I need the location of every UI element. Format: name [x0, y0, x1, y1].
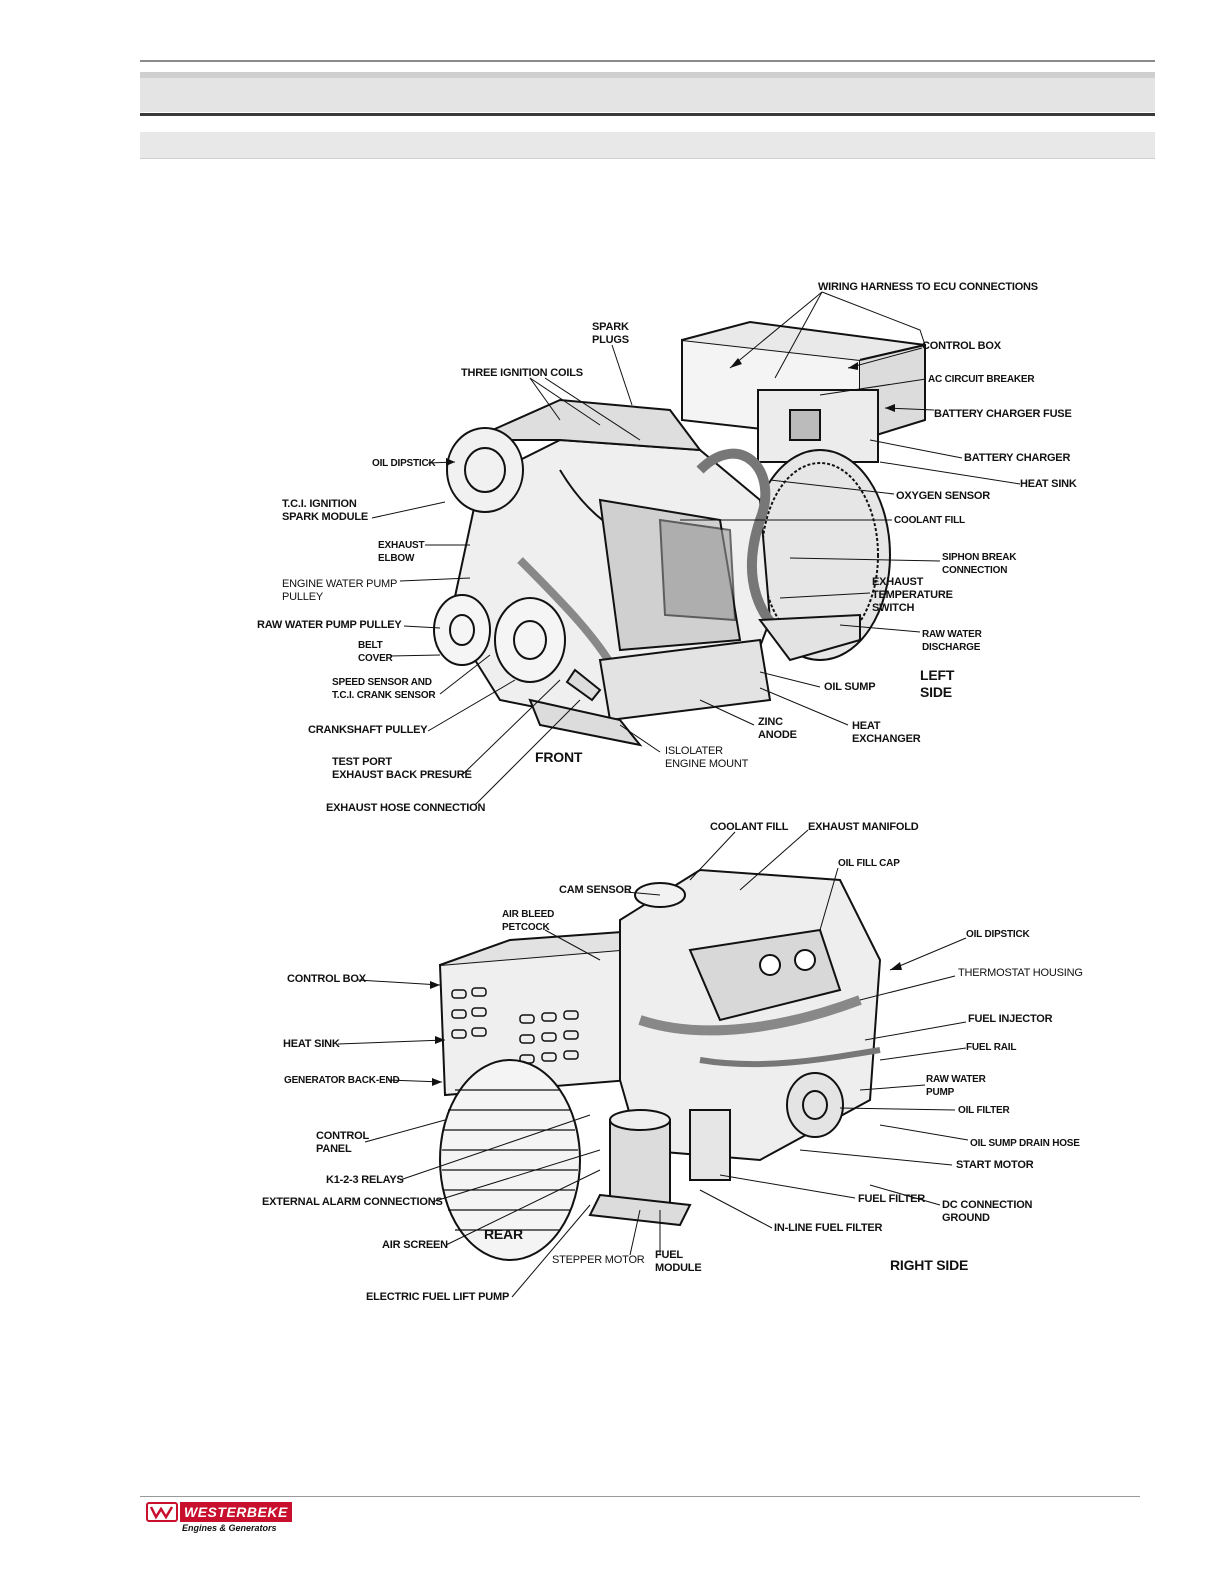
label-oil-fill-cap: OIL FILL CAP — [838, 858, 900, 869]
label-rear: REAR — [484, 1226, 523, 1242]
label-k123-relays: K1-2-3 RELAYS — [326, 1174, 404, 1186]
label-exhaust-elbow: EXHAUST ELBOW — [378, 540, 425, 564]
label-heat-sink-top: HEAT SINK — [1020, 478, 1077, 490]
label-exhaust-hose: EXHAUST HOSE CONNECTION — [326, 802, 486, 814]
label-speed-sensor: SPEED SENSOR AND T.C.I. CRANK SENSOR — [332, 677, 436, 701]
label-dc-connection-ground: DC CONNECTION GROUND — [942, 1199, 1033, 1224]
subheader-band — [140, 132, 1155, 159]
label-three-ignition-coils: THREE IGNITION COILS — [461, 367, 583, 379]
label-engine-water-pump: ENGINE WATER PUMP PULLEY — [282, 578, 398, 603]
label-fuel-module: FUEL MODULE — [655, 1249, 702, 1274]
label-control-box-top: CONTROL BOX — [922, 340, 1001, 352]
label-oil-dipstick-bottom: OIL DIPSTICK — [966, 929, 1030, 940]
label-start-motor: START MOTOR — [956, 1159, 1034, 1171]
label-raw-water-pump: RAW WATER PUMP — [926, 1074, 986, 1098]
label-air-bleed-petcock: AIR BLEED PETCOCK — [502, 909, 555, 933]
label-left-side: LEFT SIDE — [920, 667, 955, 700]
header-band — [140, 72, 1155, 112]
logo-tagline: Engines & Generators — [182, 1523, 277, 1533]
label-exhaust-manifold: EXHAUST MANIFOLD — [808, 821, 919, 833]
label-siphon-break: SIPHON BREAK CONNECTION — [942, 552, 1017, 576]
label-exhaust-temp-switch: EXHAUST TEMPERATURE SWITCH — [872, 576, 953, 614]
label-crankshaft-pulley: CRANKSHAFT PULLEY — [308, 724, 428, 736]
label-oil-dipstick-top: OIL DIPSTICK — [372, 458, 436, 469]
label-oil-sump: OIL SUMP — [824, 681, 876, 693]
label-front: FRONT — [535, 749, 583, 765]
logo-brand: WESTERBEKE — [180, 1502, 292, 1522]
label-oil-filter: OIL FILTER — [958, 1105, 1010, 1116]
label-raw-water-pump-pulley: RAW WATER PUMP PULLEY — [257, 619, 402, 631]
label-heat-exchanger: HEAT EXCHANGER — [852, 720, 921, 745]
logo-mark-icon — [146, 1502, 178, 1522]
label-external-alarm: EXTERNAL ALARM CONNECTIONS — [262, 1196, 443, 1208]
label-inline-fuel-filter: IN-LINE FUEL FILTER — [774, 1222, 883, 1234]
label-battery-charger: BATTERY CHARGER — [964, 452, 1071, 464]
label-electric-fuel-lift-pump: ELECTRIC FUEL LIFT PUMP — [366, 1291, 510, 1303]
label-tci-ignition: T.C.I. IGNITION SPARK MODULE — [282, 498, 369, 523]
label-air-screen: AIR SCREEN — [382, 1239, 448, 1251]
label-raw-water-discharge: RAW WATER DISCHARGE — [922, 629, 982, 653]
footer-rule — [140, 1496, 1140, 1497]
label-fuel-filter: FUEL FILTER — [858, 1193, 926, 1205]
label-heat-sink-bottom: HEAT SINK — [283, 1038, 340, 1050]
westerbeke-logo: WESTERBEKE Engines & Generators — [146, 1502, 296, 1533]
label-coolant-fill-bottom: COOLANT FILL — [710, 821, 789, 833]
label-cam-sensor: CAM SENSOR — [559, 884, 632, 896]
label-ac-circuit-breaker: AC CIRCUIT BREAKER — [928, 374, 1035, 385]
label-oil-sump-drain-hose: OIL SUMP DRAIN HOSE — [970, 1138, 1080, 1149]
label-battery-charger-fuse: BATTERY CHARGER FUSE — [934, 408, 1072, 420]
label-test-port: TEST PORT EXHAUST BACK PRESURE — [332, 756, 472, 781]
label-oxygen-sensor: OXYGEN SENSOR — [896, 490, 990, 502]
label-control-panel: CONTROL PANEL — [316, 1130, 369, 1155]
label-fuel-rail: FUEL RAIL — [966, 1042, 1017, 1053]
label-stepper-motor: STEPPER MOTOR — [552, 1254, 645, 1266]
label-belt-cover: BELT COVER — [358, 640, 393, 664]
label-islolater: ISLOLATER ENGINE MOUNT — [665, 745, 749, 770]
label-fuel-injector: FUEL INJECTOR — [968, 1013, 1053, 1025]
label-right-side: RIGHT SIDE — [890, 1257, 969, 1273]
header-bottom-rule — [140, 113, 1155, 116]
header-top-rule — [140, 60, 1155, 62]
label-generator-back-end: GENERATOR BACK-END — [284, 1075, 400, 1086]
label-zinc-anode: ZINC ANODE — [758, 716, 797, 741]
label-coolant-fill-top: COOLANT FILL — [894, 515, 965, 526]
label-control-box-bottom: CONTROL BOX — [287, 973, 366, 985]
label-thermostat-housing: THERMOSTAT HOUSING — [958, 967, 1083, 979]
label-spark-plugs: SPARK PLUGS — [592, 321, 629, 346]
label-wiring-harness: WIRING HARNESS TO ECU CONNECTIONS — [818, 281, 1038, 293]
